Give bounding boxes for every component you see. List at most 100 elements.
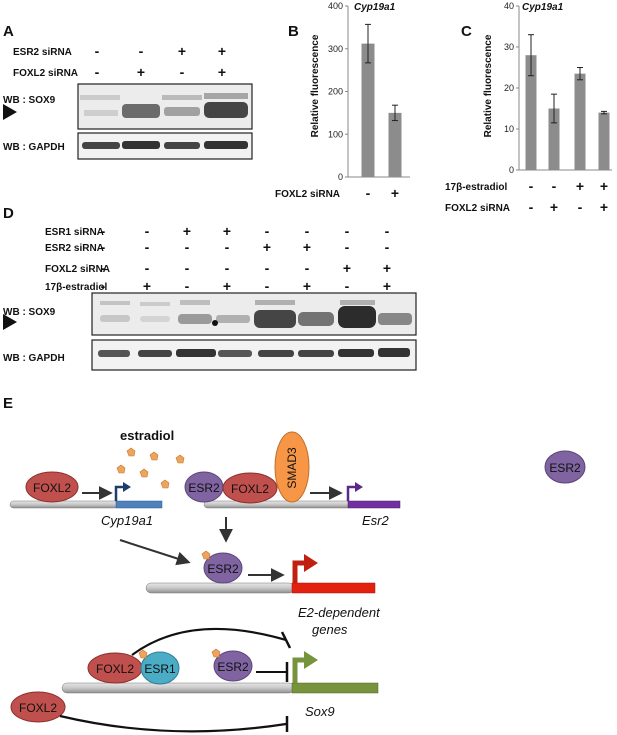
band-arrowhead — [3, 314, 17, 330]
estradiol-molecule — [201, 550, 211, 560]
cyp19a1-gene — [115, 500, 163, 509]
bar — [525, 55, 537, 171]
y-tick-label: 0 — [509, 165, 514, 175]
sign: + — [223, 278, 231, 294]
bar — [388, 112, 402, 177]
sign: - — [139, 43, 144, 59]
estradiol-molecule — [138, 649, 148, 659]
panel-c-signs: - - + + - + - + — [529, 178, 608, 215]
band-arrowhead — [3, 104, 17, 120]
panel-b-row-label: FOXL2 siRNA — [275, 189, 340, 200]
sign: + — [137, 64, 145, 80]
sign: + — [600, 178, 608, 194]
panel-d-blot2-label: WB : GAPDH — [3, 353, 65, 364]
repression-arc — [59, 714, 287, 733]
y-tick-label: 200 — [328, 87, 343, 97]
dna-strand — [9, 500, 119, 509]
esr2-protein — [203, 552, 243, 584]
sign: + — [223, 223, 231, 239]
estradiol-molecule — [139, 468, 149, 478]
panel-d-row-esr1-label: ESR1 siRNA — [45, 227, 104, 238]
panel-b-letter: B — [288, 23, 299, 40]
panel-c-row-foxl2-label: FOXL2 siRNA — [445, 203, 510, 214]
sox9-gene-label: Sox9 — [305, 704, 335, 719]
sign: - — [345, 223, 350, 239]
panel-c-y-axis-label: Relative fluorescence — [483, 34, 494, 137]
estradiol-molecules — [116, 447, 185, 489]
foxl2-protein-label: FOXL2 — [19, 701, 57, 715]
estradiol-molecule — [160, 479, 170, 489]
sign: - — [578, 199, 583, 215]
esr2-protein-label: ESR2 — [188, 481, 220, 495]
sign: + — [550, 199, 558, 215]
panel-c: C Cyp19a1 Relative fluorescence 01020304… — [445, 1, 612, 215]
y-tick-label: 100 — [328, 129, 343, 139]
panel-d-sox9-blot — [91, 292, 417, 336]
bar — [598, 112, 610, 170]
sign: - — [265, 223, 270, 239]
sign: - — [345, 239, 350, 255]
sign: - — [185, 260, 190, 276]
panel-e-letter: E — [3, 395, 13, 412]
e2-dependent-gene — [291, 582, 376, 594]
sox9-promoter-arrowhead — [304, 651, 318, 669]
sign: + — [343, 260, 351, 276]
panel-a-row-foxl2-label: FOXL2 siRNA — [13, 68, 78, 79]
panel-b: B Cyp19a1 Relative fluorescence 01002003… — [275, 1, 410, 201]
sign: + — [143, 278, 151, 294]
panel-d-gapdh-blot — [91, 339, 417, 371]
esr2-promoter-arrow — [346, 485, 356, 501]
sign: - — [529, 178, 534, 194]
sign: + — [218, 64, 226, 80]
sign: - — [95, 43, 100, 59]
sign: - — [101, 223, 106, 239]
sign: + — [178, 43, 186, 59]
bar — [361, 43, 375, 178]
panel-b-chart-title: Cyp19a1 — [354, 2, 396, 13]
panel-d-row-estradiol-label: 17β-estradiol — [45, 282, 107, 293]
repression-bar — [280, 631, 292, 649]
dna-strand — [61, 682, 295, 694]
esr2-protein-label: ESR2 — [549, 461, 581, 475]
panel-d-blot1-label: WB : SOX9 — [3, 307, 56, 318]
y-tick-label: 300 — [328, 44, 343, 54]
sign: - — [529, 199, 534, 215]
repression-arc — [131, 627, 287, 656]
y-tick-label: 10 — [504, 124, 514, 134]
estradiol-label: estradiol — [120, 428, 174, 443]
sign: - — [145, 223, 150, 239]
sign: + — [263, 239, 271, 255]
bar — [574, 73, 586, 170]
y-tick-label: 30 — [504, 42, 514, 52]
smad3-protein-label: SMAD3 — [285, 447, 299, 489]
sign: - — [225, 239, 230, 255]
dna-strand — [203, 500, 351, 509]
foxl2-protein — [25, 471, 79, 503]
sign: - — [185, 239, 190, 255]
sign: + — [303, 278, 311, 294]
panel-b-y-axis-label: Relative fluorescence — [310, 34, 321, 137]
e2-genes-label-line1: E2-dependent — [298, 605, 381, 620]
y-tick-label: 400 — [328, 1, 343, 11]
arrow — [119, 539, 191, 566]
panel-e: E estradiol FOXL2 Cyp19a1 ESR2 FOXL2 SMA… — [3, 395, 586, 733]
panel-a-letter: A — [3, 23, 14, 40]
panel-d: D ESR1 siRNA ESR2 siRNA FOXL2 siRNA 17β-… — [3, 205, 417, 371]
sign: - — [180, 64, 185, 80]
esr2-protein-label: ESR2 — [217, 660, 249, 674]
y-tick-label: 20 — [504, 83, 514, 93]
dna-strand — [145, 582, 295, 594]
sign: - — [305, 260, 310, 276]
e2-genes-label-line2: genes — [312, 622, 348, 637]
estradiol-molecule — [116, 464, 126, 474]
sign: + — [218, 43, 226, 59]
esr1-protein-label: ESR1 — [144, 662, 176, 676]
sign: - — [366, 185, 371, 201]
sign: - — [345, 278, 350, 294]
bar — [548, 108, 560, 170]
esr1-protein — [140, 651, 180, 685]
sign: - — [552, 178, 557, 194]
sign: - — [385, 239, 390, 255]
cyp19a1-promoter-arrowhead — [123, 482, 131, 492]
